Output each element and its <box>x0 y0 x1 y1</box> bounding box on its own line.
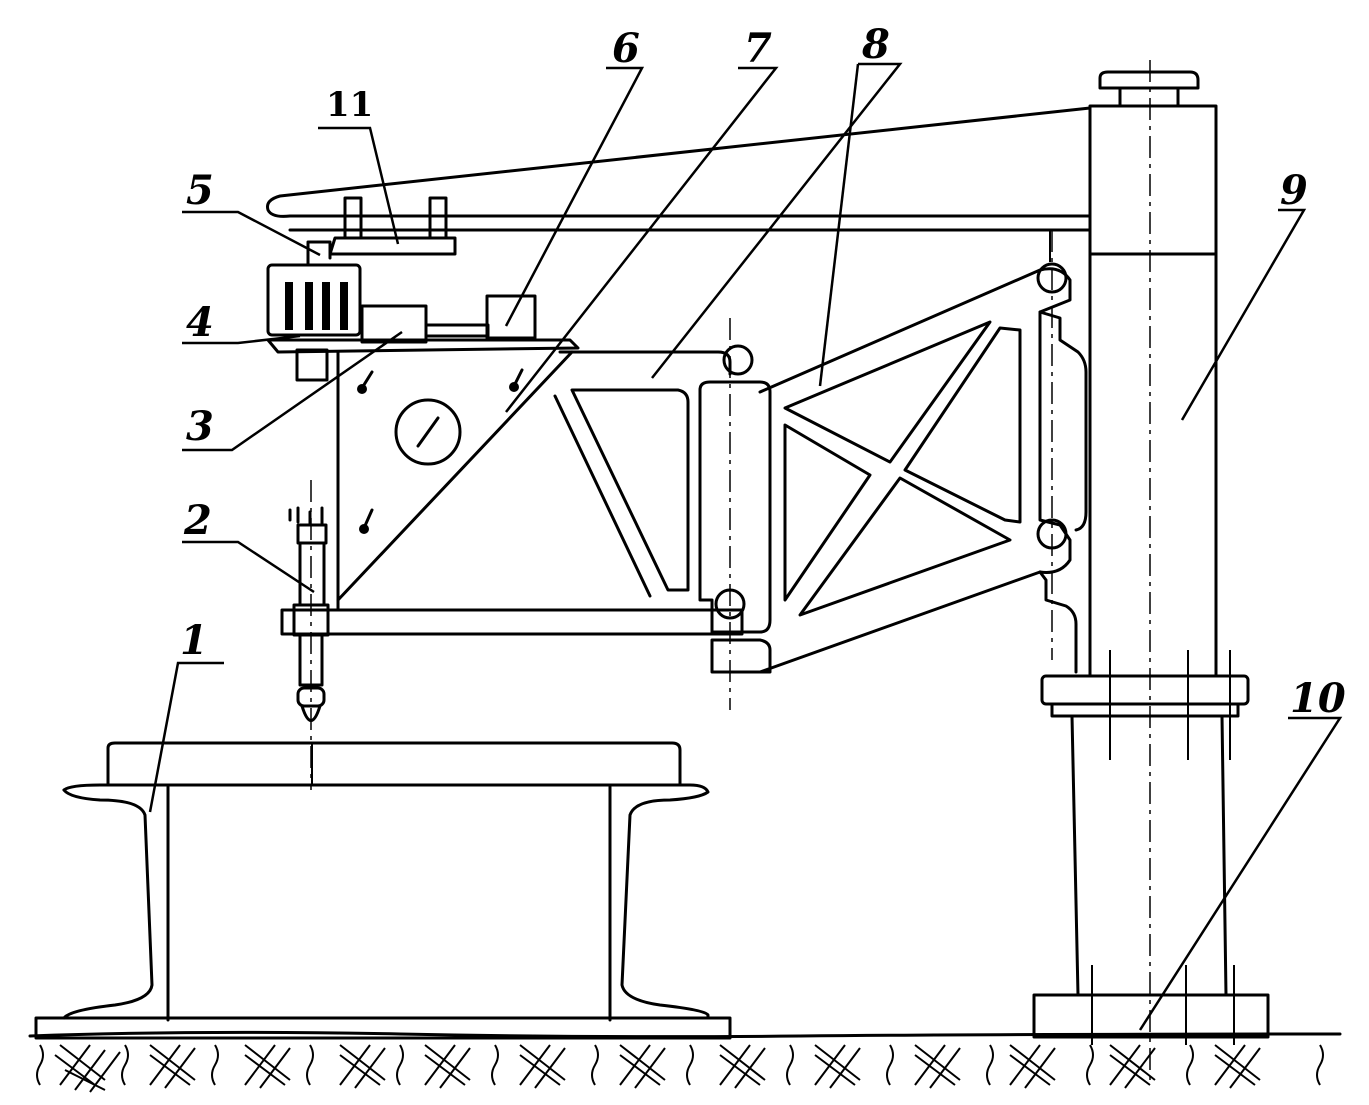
trolley-frame <box>266 294 744 636</box>
label-1: 1 <box>180 617 208 664</box>
label-4: 4 <box>186 299 214 346</box>
part-labels: 1 2 3 4 5 11 6 7 8 9 10 <box>180 21 1346 722</box>
leader-lines <box>148 62 1343 1031</box>
label-8: 8 <box>861 21 890 68</box>
control-cabinet <box>266 252 362 382</box>
welding-head <box>288 480 330 790</box>
label-6: 6 <box>612 25 640 72</box>
column <box>1032 60 1270 1080</box>
label-7: 7 <box>744 25 772 72</box>
label-10: 10 <box>1290 675 1346 722</box>
ground-hatching <box>36 1044 1324 1093</box>
boom-arm <box>266 106 1092 262</box>
label-11: 11 <box>326 85 373 125</box>
label-9: 9 <box>1280 167 1308 214</box>
label-5: 5 <box>186 167 214 214</box>
ground <box>28 1030 1342 1093</box>
hinged-bracket <box>698 230 1088 710</box>
label-2: 2 <box>183 497 212 544</box>
workpiece-beam <box>34 741 732 1040</box>
carriage <box>306 196 457 260</box>
label-3: 3 <box>186 403 214 450</box>
